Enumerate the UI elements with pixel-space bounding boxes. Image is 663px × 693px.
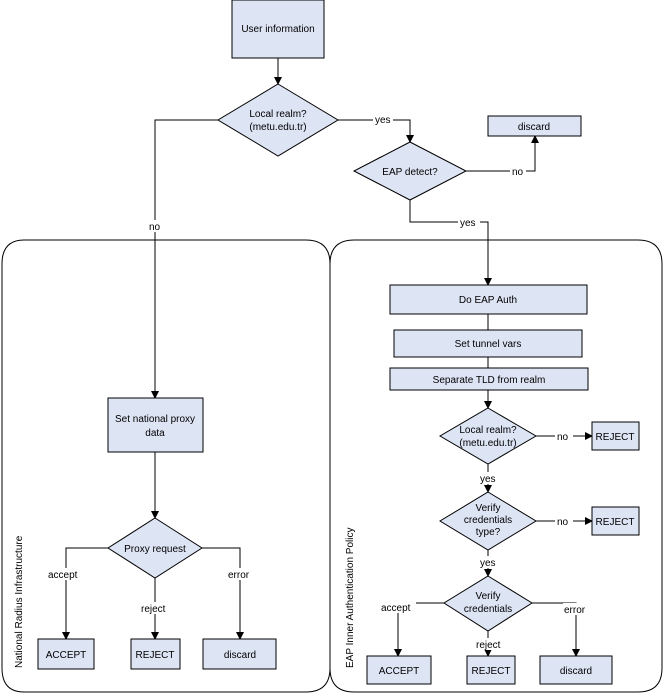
edge-label-error-right: error <box>564 605 586 616</box>
node-discard-left[interactable]: discard <box>202 638 277 670</box>
svg-text:Local realm?: Local realm? <box>459 425 517 436</box>
edge-label-yes-local: yes <box>375 115 391 126</box>
node-eap-detect[interactable]: EAP detect? <box>352 141 468 201</box>
svg-text:Proxy request: Proxy request <box>124 544 186 555</box>
node-local-realm-inner[interactable]: Local realm? (metu.edu.tr) <box>439 407 537 465</box>
edge-label-reject-right: reject <box>476 640 501 651</box>
left-panel-title: National Radius Infrastructure <box>14 535 25 668</box>
node-reject-inner-1[interactable]: REJECT <box>591 421 640 451</box>
right-panel-title: EAP Inner Authentication Policy <box>345 528 356 668</box>
node-set-national-proxy[interactable]: Set national proxy data <box>107 397 204 453</box>
edge-label-yes-inner-1: yes <box>480 474 496 485</box>
svg-text:credentials: credentials <box>464 515 512 526</box>
svg-text:(metu.edu.tr): (metu.edu.tr) <box>249 122 306 133</box>
edge-label-yes-eap: yes <box>460 218 476 229</box>
node-separate-tld[interactable]: Separate TLD from realm <box>389 367 589 391</box>
node-proxy-request[interactable]: Proxy request <box>107 517 203 579</box>
svg-text:discard: discard <box>224 650 256 661</box>
edge-label-no-local: no <box>149 222 161 233</box>
edge-label-yes-inner-2: yes <box>480 558 496 569</box>
svg-text:ACCEPT: ACCEPT <box>379 666 420 677</box>
node-verify-credentials[interactable]: Verify credentials <box>443 575 533 632</box>
node-accept-right[interactable]: ACCEPT <box>366 655 432 685</box>
svg-text:Local realm?: Local realm? <box>249 109 307 120</box>
left-panel <box>1 239 331 693</box>
svg-text:Verify: Verify <box>475 503 500 514</box>
node-local-realm-top[interactable]: Local realm? (metu.edu.tr) <box>217 83 339 157</box>
svg-text:Do EAP Auth: Do EAP Auth <box>459 295 517 306</box>
node-user-information[interactable]: User information <box>231 0 325 59</box>
node-reject-inner-2[interactable]: REJECT <box>591 506 640 536</box>
node-reject-left[interactable]: REJECT <box>130 638 181 670</box>
node-discard-top[interactable]: discard <box>487 115 582 137</box>
svg-text:REJECT: REJECT <box>596 517 635 528</box>
svg-text:credentials: credentials <box>464 604 512 615</box>
node-accept-left[interactable]: ACCEPT <box>37 638 95 670</box>
svg-text:discard: discard <box>518 122 550 133</box>
node-do-eap-auth[interactable]: Do EAP Auth <box>389 284 588 315</box>
edge-label-error-left: error <box>228 570 250 581</box>
svg-text:Verify: Verify <box>475 591 500 602</box>
edge-label-no-inner-1: no <box>557 432 569 443</box>
node-set-tunnel-vars[interactable]: Set tunnel vars <box>393 329 583 358</box>
edge-label-no-eap: no <box>512 167 524 178</box>
svg-text:Separate TLD from realm: Separate TLD from realm <box>433 375 546 386</box>
svg-text:REJECT: REJECT <box>596 432 635 443</box>
svg-text:discard: discard <box>560 666 592 677</box>
edge-label-accept-left: accept <box>48 570 78 581</box>
svg-text:User information: User information <box>241 24 314 35</box>
svg-text:ACCEPT: ACCEPT <box>46 650 87 661</box>
node-verify-credentials-type[interactable]: Verify credentials type? <box>439 491 537 551</box>
svg-text:(metu.edu.tr): (metu.edu.tr) <box>459 438 516 449</box>
edge-label-reject-left: reject <box>141 604 166 615</box>
node-discard-right[interactable]: discard <box>539 655 613 685</box>
svg-text:Set tunnel vars: Set tunnel vars <box>455 339 522 350</box>
svg-text:data: data <box>145 428 165 439</box>
svg-text:EAP detect?: EAP detect? <box>382 167 438 178</box>
svg-text:Set national proxy: Set national proxy <box>115 414 195 425</box>
svg-text:type?: type? <box>476 527 501 538</box>
node-reject-right[interactable]: REJECT <box>466 655 516 685</box>
edge-label-no-inner-2: no <box>557 517 569 528</box>
svg-text:REJECT: REJECT <box>472 666 511 677</box>
edge-label-accept-right: accept <box>381 603 411 614</box>
svg-text:REJECT: REJECT <box>136 650 175 661</box>
